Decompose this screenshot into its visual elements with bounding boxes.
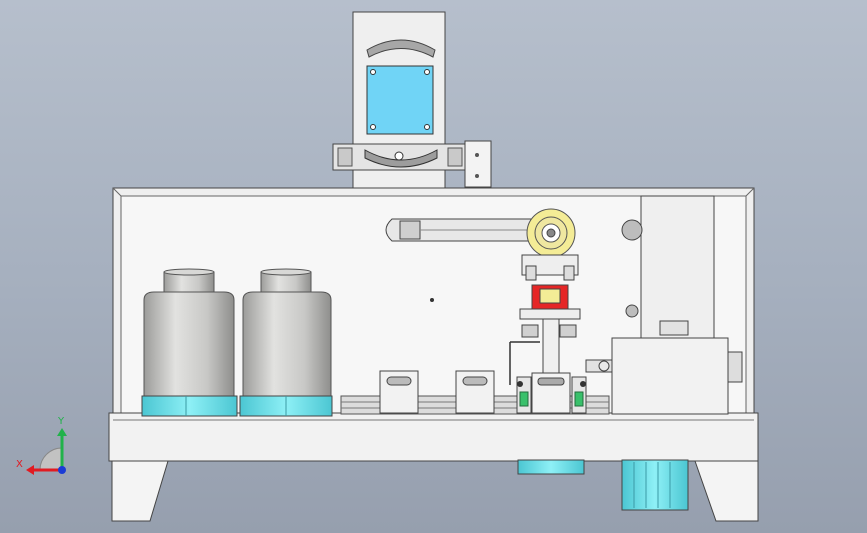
top-panel-unit (332, 11, 492, 189)
top-bolt (370, 124, 376, 130)
housing-base (108, 412, 759, 462)
side-bracket (464, 140, 492, 188)
support-legs (111, 460, 759, 522)
belt-track (385, 218, 551, 302)
carriage-1 (379, 370, 419, 414)
drive-pulley (526, 208, 576, 258)
y-axis-label: Y (57, 416, 65, 427)
vertical-actuator (509, 254, 587, 414)
canister-left (141, 268, 238, 417)
right-module (585, 195, 743, 415)
bottom-motors (517, 459, 689, 511)
top-bolt (424, 124, 430, 130)
canister-right (239, 268, 333, 417)
top-bolt (370, 69, 376, 75)
top-arc-slot (366, 39, 436, 58)
z-axis-dot (58, 466, 66, 474)
axis-triad: X Y (16, 416, 67, 475)
top-blue-panel (366, 65, 434, 135)
bottom-arc-slot (364, 149, 438, 168)
top-center-bolt (394, 151, 404, 161)
canister-base (141, 395, 238, 417)
motor-right (621, 459, 689, 511)
carriage-2 (455, 370, 495, 414)
axis-sector (39, 447, 63, 471)
top-bolt (424, 69, 430, 75)
motor-left (517, 459, 585, 475)
left-leg (111, 460, 169, 522)
right-leg (694, 460, 759, 522)
x-axis-label: X (16, 459, 23, 470)
